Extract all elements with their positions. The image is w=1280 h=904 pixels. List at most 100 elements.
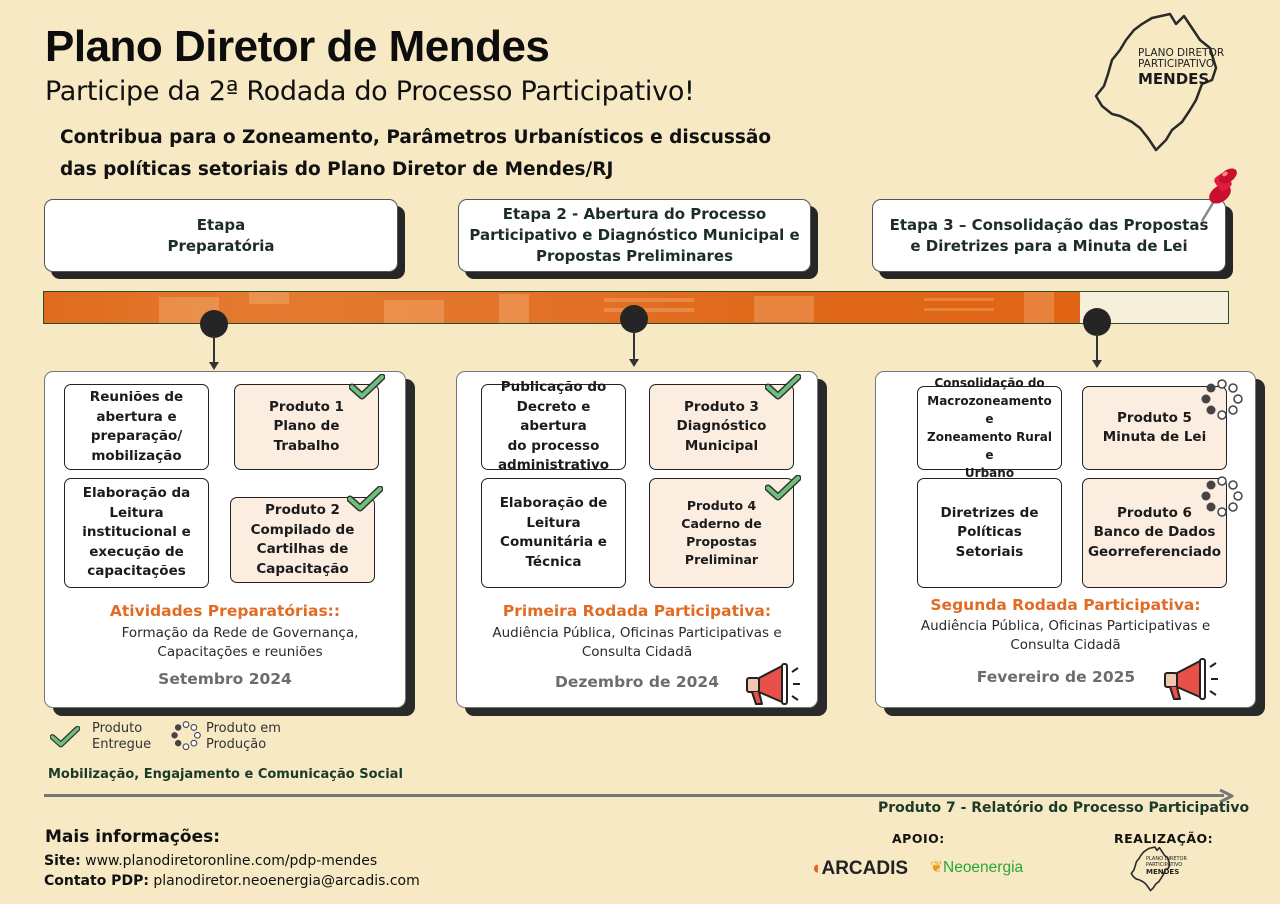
activity-line: Comunitária e — [500, 534, 607, 550]
megaphone-icon — [744, 662, 802, 706]
activity-line: Publicação do — [500, 379, 607, 396]
phase-description: Audiência Pública, Oficinas Participativ… — [456, 624, 818, 662]
contact-label: Contato PDP: — [44, 873, 149, 889]
check-icon — [50, 726, 80, 748]
activity-line: Urbano — [964, 466, 1015, 480]
product-box: Produto 6 Banco de Dados Georreferenciad… — [1082, 478, 1227, 588]
product-box: Produto 2 Compilado de Cartilhas de Capa… — [230, 497, 375, 583]
logo-text: PLANO DIRETOR PARTICIPATIVO MENDES — [1138, 47, 1238, 89]
arrow-down-icon — [1092, 360, 1102, 368]
activity-line: Reuniões de — [89, 389, 184, 405]
arrow-down-icon — [629, 359, 639, 367]
product-box: Produto 3 Diagnóstico Municipal — [649, 384, 794, 470]
arcadis-logo: ◖ARCADIS — [810, 858, 908, 880]
phase-date: Dezembro de 2024 — [555, 673, 719, 691]
arcadis-text: ARCADIS — [821, 858, 909, 879]
mendes-map-logo — [1092, 10, 1242, 155]
activity-line: capacitações — [87, 563, 186, 580]
activity-box: Elaboração da Leitura institucional e ex… — [64, 478, 209, 588]
activity-line: Políticas Setoriais — [955, 524, 1024, 560]
stage-line: Etapa — [196, 215, 246, 234]
stage-header-etapa-2: Etapa 2 - Abertura do Processo Participa… — [458, 199, 811, 272]
logo-line: PARTICIPATIVO — [1138, 58, 1215, 70]
neoenergia-text: Neoenergia — [943, 859, 1024, 876]
product-line: Compilado de — [250, 521, 355, 538]
product-7-label: Produto 7 - Relatório do Processo Partic… — [878, 800, 1250, 816]
loading-icon — [171, 721, 201, 751]
contact-line: Contato PDP: planodiretor.neoenergia@arc… — [44, 873, 420, 889]
activity-line: Decreto e abertura — [516, 398, 591, 435]
product-box: Produto 4 Caderno de Propostas Prelimina… — [649, 478, 794, 588]
timeline-marker — [200, 310, 228, 338]
check-icon — [347, 486, 383, 512]
logo-line: MENDES — [1138, 70, 1210, 88]
product-line: Capacitação — [256, 560, 349, 577]
product-box: Produto 1 Plano de Trabalho — [234, 384, 379, 470]
timeline-connector — [213, 336, 215, 362]
check-icon — [765, 475, 801, 501]
description-line: Audiência Pública, Oficinas Participativ… — [492, 625, 782, 641]
activity-line: Leitura — [109, 504, 164, 521]
timeline-marker — [620, 305, 648, 333]
stage-header-etapa-3: Etapa 3 – Consolidação das Propostas e D… — [872, 199, 1226, 272]
phase-title: Primeira Rodada Participativa: — [502, 602, 772, 620]
intro-line: Contribua para o Zoneamento, Parâmetros … — [60, 127, 772, 148]
check-icon — [349, 374, 385, 400]
realization-label: REALIZAÇÃO: — [1114, 831, 1214, 846]
product-line: Produto 3 — [684, 398, 759, 415]
activity-line: Diretrizes de — [940, 504, 1039, 521]
pushpin-icon — [1192, 166, 1240, 224]
stage-line: Etapa 3 – Consolidação das Propostas — [889, 215, 1209, 234]
arrow-down-icon — [209, 362, 219, 370]
page-title: Plano Diretor de Mendes — [45, 22, 550, 71]
activity-line: administrativo — [497, 457, 610, 474]
product-line: Plano de — [273, 418, 340, 435]
logo-line: PLANO DIRETOR — [1138, 47, 1225, 59]
mini-logo-line: PARTICIPATIVO — [1146, 862, 1183, 868]
description-line: Capacitações e reuniões — [157, 644, 323, 660]
legend-delivered: Produto Entregue — [92, 721, 151, 753]
product-line: Minuta de Lei — [1102, 429, 1207, 445]
product-line: Produto 5 — [1117, 409, 1192, 426]
arcadis-mark-icon: ◖ — [810, 858, 822, 879]
mobilization-label: Mobilização, Engajamento e Comunicação S… — [48, 767, 403, 782]
mini-logo-text: PLANO DIRETOR PARTICIPATIVO MENDES — [1146, 856, 1187, 876]
activity-box: Consolidação do Macrozoneamento e Zoneam… — [917, 376, 1062, 480]
activity-line: do processo — [507, 437, 600, 454]
activity-line: Elaboração da — [82, 485, 191, 502]
intro-text: Contribua para o Zoneamento, Parâmetros … — [60, 122, 820, 186]
activity-box: Publicação do Decreto e abertura do proc… — [481, 379, 626, 473]
stage-line: e Diretrizes para a Minuta de Lei — [910, 236, 1188, 255]
product-line: Municipal — [684, 437, 759, 454]
arrow-right-icon — [1218, 788, 1234, 804]
stage-line: Preparatória — [167, 236, 275, 255]
page-subtitle: Participe da 2ª Rodada do Processo Parti… — [45, 76, 695, 107]
check-icon — [765, 374, 801, 400]
megaphone-icon — [1162, 657, 1220, 701]
timeline-connector — [1096, 334, 1098, 360]
phase-title: Atividades Preparatórias:: — [109, 602, 341, 620]
site-label: Site: — [44, 853, 81, 869]
activity-box: Reuniões de abertura e preparação/ mobil… — [64, 384, 209, 470]
phase-date: Setembro 2024 — [158, 670, 292, 688]
product-line: Preliminar — [684, 552, 759, 567]
stage-line: Participativo e Diagnóstico Municipal e — [469, 226, 800, 244]
product-line: Produto 1 — [269, 398, 344, 415]
mini-logo-line: MENDES — [1146, 868, 1180, 876]
activity-line: Consolidação do — [934, 376, 1045, 390]
loading-icon — [1201, 476, 1243, 518]
activity-box: Diretrizes de Políticas Setoriais — [917, 478, 1062, 588]
activity-line: mobilização — [91, 447, 182, 464]
activity-line: execução de — [89, 543, 184, 560]
site-link[interactable]: www.planodiretoronline.com/pdp-mendes — [85, 853, 378, 869]
mobilization-arrow-line — [44, 794, 1224, 797]
more-info-heading: Mais informações: — [45, 827, 221, 847]
description-line: Consulta Cidadã — [1010, 637, 1121, 653]
legend-line: Produto em — [206, 721, 281, 736]
product-line: Banco de Dados — [1093, 524, 1216, 541]
contact-email[interactable]: planodiretor.neoenergia@arcadis.com — [153, 873, 420, 889]
description-line: Audiência Pública, Oficinas Participativ… — [920, 618, 1211, 634]
product-line: Trabalho — [273, 437, 340, 454]
description-line: Formação da Rede de Governança, — [121, 625, 359, 641]
phase-title: Segunda Rodada Participativa: — [930, 596, 1201, 614]
